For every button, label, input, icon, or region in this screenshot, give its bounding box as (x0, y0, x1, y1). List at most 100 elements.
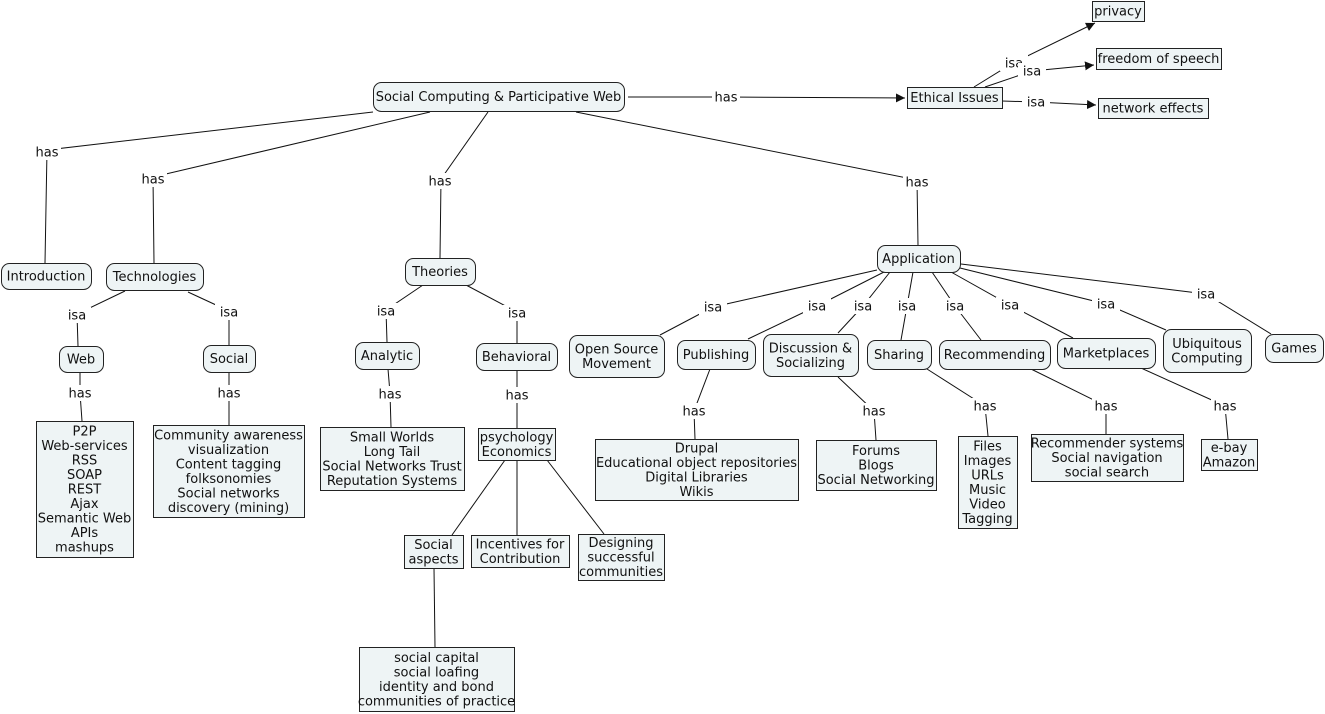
concept-box (476, 343, 558, 371)
link-label-has: has (506, 389, 529, 404)
concept-label: P2P (73, 425, 97, 440)
concept-label: network effects (1103, 102, 1204, 117)
concept-box (1, 263, 92, 290)
concept-behavioral[interactable]: Behavioral (476, 343, 558, 371)
concept-label: e-bay (1211, 441, 1248, 456)
concept-sharing[interactable]: Sharing (867, 340, 932, 370)
concept-label: Theories (411, 265, 468, 280)
link-label-has: has (863, 405, 886, 420)
concept-recommending[interactable]: Recommending (939, 340, 1051, 370)
concept-introduction[interactable]: Introduction (1, 263, 92, 290)
link-label-isa: isa (68, 309, 86, 324)
concept-marketplaces[interactable]: Marketplaces (1057, 338, 1156, 369)
concept-theories[interactable]: Theories (405, 258, 476, 286)
link-label-isa: isa (704, 301, 722, 316)
concept-box (569, 335, 665, 378)
concept-technologies[interactable]: Technologies (106, 263, 204, 291)
concept-ethical[interactable]: Ethical Issues (907, 87, 1003, 109)
link-label-isa: isa (1027, 96, 1045, 111)
link-label-isa: isa (898, 300, 916, 315)
concept-root[interactable]: Social Computing & Participative Web (373, 82, 625, 112)
concept-label: Ethical Issues (910, 91, 999, 106)
link-label-background (860, 403, 888, 419)
concept-privacy[interactable]: privacy (1092, 1, 1145, 22)
link-label-background (941, 298, 969, 314)
concept-application[interactable]: Application (877, 245, 961, 273)
link-label-background (903, 174, 931, 190)
link-label-background (215, 385, 243, 401)
concept-label: Web-services (41, 439, 128, 454)
link-label-background (503, 305, 531, 321)
concept-games[interactable]: Games (1265, 334, 1324, 363)
link-psychology-designing (546, 459, 605, 535)
concept-label: psychology (480, 430, 554, 445)
link-label-background (893, 298, 921, 314)
concept-label: Designing (589, 536, 654, 551)
concept-network-effects[interactable]: network effects (1098, 98, 1209, 119)
concept-analytic[interactable]: Analytic (355, 342, 420, 370)
concept-label: Educational object repositories (596, 456, 797, 471)
concept-label: URLs (971, 468, 1004, 483)
link-label-background (215, 304, 243, 320)
concept-social[interactable]: Social (203, 345, 256, 373)
concept-label: Reputation Systems (327, 474, 458, 489)
link-label-isa: isa (946, 300, 964, 315)
link-label-background (680, 403, 708, 419)
link-label-has: has (906, 176, 929, 191)
concept-box (59, 346, 104, 373)
concept-box (404, 535, 464, 569)
concept-label: Digital Libraries (645, 470, 748, 485)
link-label-background (1022, 94, 1050, 110)
concept-label: Open Source (575, 342, 659, 357)
concept-publishing[interactable]: Publishing (677, 340, 756, 370)
link-root-ethical (628, 93, 906, 103)
link-label-isa: isa (1023, 65, 1041, 80)
link-label-background (1192, 286, 1220, 302)
concept-social-list[interactable]: Community awarenessvisualizationContent … (153, 425, 305, 518)
concept-label: Community awareness (154, 428, 303, 443)
link-label-background (139, 171, 167, 187)
link-application-open-source (659, 269, 878, 336)
concept-label: APIs (71, 526, 99, 541)
link-label-background (849, 298, 877, 314)
concept-label: REST (68, 483, 101, 498)
link-label-isa: isa (220, 306, 238, 321)
concept-label: Incentives for (476, 537, 565, 552)
concept-label: Ubiquitous (1172, 337, 1242, 352)
link-label-isa: isa (508, 307, 526, 322)
concept-web[interactable]: Web (59, 346, 104, 373)
concept-label: Analytic (361, 349, 413, 364)
link-label-background (63, 307, 91, 323)
concept-label: Social networks (177, 486, 279, 501)
link-label-background (66, 385, 94, 401)
concept-label: Small Worlds (350, 430, 434, 445)
concept-box (359, 647, 515, 712)
concept-label: Introduction (7, 270, 86, 285)
link-root-introduction (44, 111, 374, 264)
concept-label: Publishing (683, 348, 749, 363)
concept-box (816, 440, 937, 491)
concept-label: Social navigation (1051, 451, 1162, 466)
concept-discussion[interactable]: Discussion &Socializing (763, 334, 859, 377)
concept-box (471, 535, 570, 568)
concept-label: discovery (mining) (168, 501, 289, 516)
concept-label: folksonomies (186, 472, 272, 487)
concept-freedom[interactable]: freedom of speech (1096, 48, 1222, 70)
concept-box (1098, 98, 1209, 119)
